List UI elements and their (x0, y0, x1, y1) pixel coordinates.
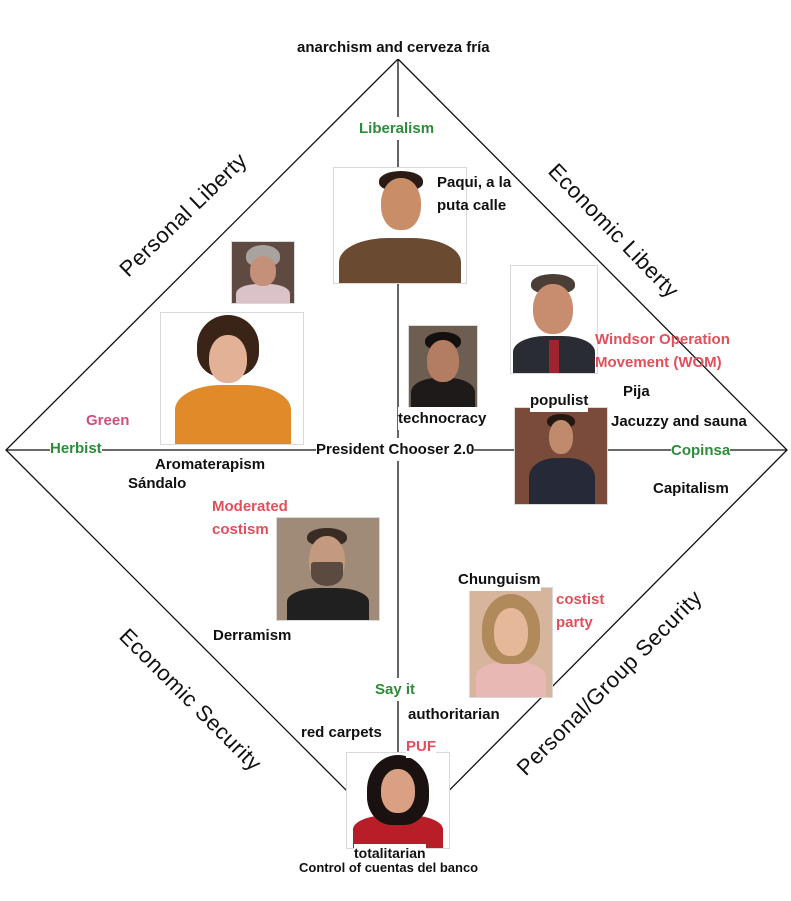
older-man-photo (231, 241, 295, 304)
label-liberalism: Liberalism (359, 117, 434, 140)
blonde-woman-photo (469, 587, 553, 698)
label-populist: populist (530, 389, 588, 412)
label-puf: PUF (406, 735, 436, 758)
label-sandalo: Sándalo (128, 472, 186, 495)
man-dark-jacket-photo (408, 325, 478, 412)
label-windsor-operation-movement: Windsor Operation Movement (WOM) (595, 328, 755, 375)
label-say-it: Say it (375, 678, 415, 701)
label-pija: Pija (623, 380, 650, 403)
label-green: Green (86, 409, 129, 432)
label-chunguism: Chunguism (458, 568, 541, 591)
label-costist-party: costist party (556, 588, 616, 635)
corner-label-bottom-control: Control of cuentas del banco (299, 860, 478, 877)
center-title: President Chooser 2.0 (316, 438, 474, 461)
label-red-carpets: red carpets (301, 721, 382, 744)
corner-label-right: Copinsa (671, 439, 730, 462)
label-moderated-costism: Moderated costism (212, 495, 312, 542)
dark-haired-woman-photo (346, 752, 450, 849)
corner-label-left: Herbist (50, 437, 102, 460)
label-derramism: Derramism (213, 624, 291, 647)
label-paqui: Paqui, a la puta calle (437, 171, 542, 218)
man-speaking-suit-photo (514, 407, 608, 505)
label-technocracy: technocracy (398, 407, 486, 430)
corner-label-top: anarchism and cerveza fría (297, 36, 490, 59)
woman-orange-scarf-photo (160, 312, 304, 445)
label-capitalism: Capitalism (653, 477, 729, 500)
label-authoritarian: authoritarian (408, 703, 500, 726)
label-jacuzzy-and-sauna: Jacuzzy and sauna (611, 410, 747, 433)
man-suit-red-tie-photo (510, 265, 598, 374)
